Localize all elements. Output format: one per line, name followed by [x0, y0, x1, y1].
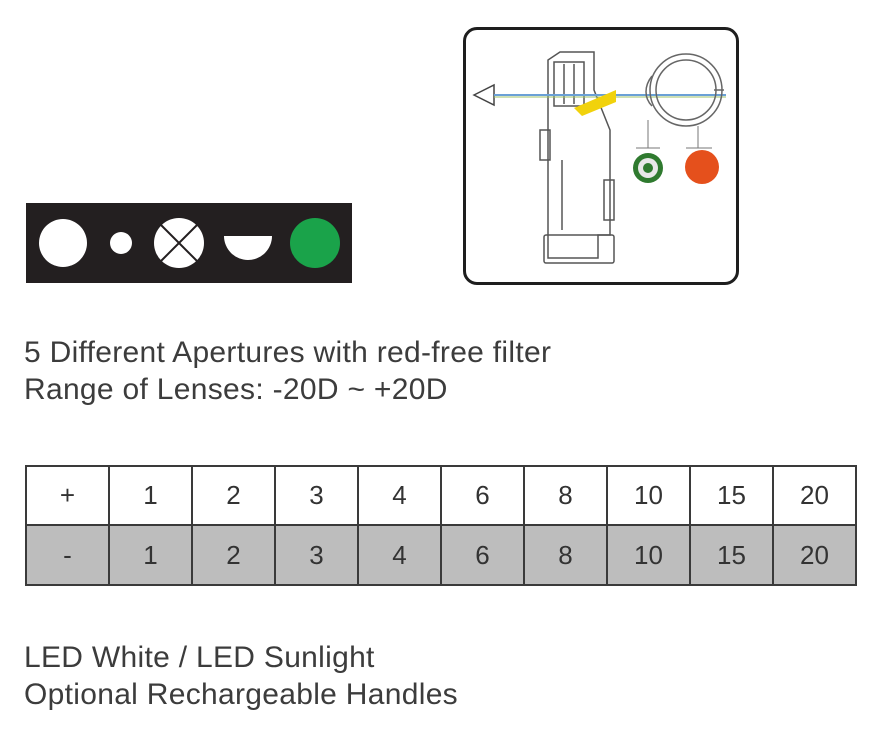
lens-cell: 4: [357, 524, 442, 586]
large-circle-aperture-icon: [39, 219, 87, 267]
lens-cell: 20: [772, 465, 857, 526]
lens-cell: 15: [689, 524, 774, 586]
minus-lens-row: - 1 2 3 4 6 8 10 15 20: [25, 524, 857, 586]
lens-cell: 8: [523, 465, 608, 526]
small-circle-aperture-icon: [110, 232, 132, 254]
viewing-arrow: [472, 83, 495, 107]
apertures-caption: 5 Different Apertures with red-free filt…: [24, 336, 552, 369]
ophthalmoscope-illustration: [472, 51, 726, 264]
red-pupil-icon: [685, 150, 719, 184]
lens-cell: 4: [357, 465, 442, 526]
lens-cell: 2: [191, 524, 276, 586]
lens-cell: 8: [523, 524, 608, 586]
lens-cell: 3: [274, 465, 359, 526]
eye-outline: [645, 53, 724, 127]
lens-cell: 6: [440, 524, 525, 586]
lens-cell: 20: [772, 524, 857, 586]
lens-cell: 1: [108, 524, 193, 586]
ophthalmoscope-diagram: [463, 27, 739, 285]
light-cone: [574, 90, 616, 116]
lens-cell: 15: [689, 465, 774, 526]
led-caption: LED White / LED Sunlight: [24, 641, 375, 674]
cross-circle-aperture-icon: [154, 218, 204, 268]
lens-cell: 10: [606, 524, 691, 586]
green-filter-aperture-icon: [290, 218, 340, 268]
half-circle-aperture-icon: [224, 236, 272, 260]
lens-cell: 1: [108, 465, 193, 526]
lens-cell: -: [25, 524, 110, 586]
lens-cell: 3: [274, 524, 359, 586]
aperture-icons: [39, 218, 340, 268]
green-filter-icon: [633, 153, 663, 183]
lens-cell: 6: [440, 465, 525, 526]
plus-lens-row: + 1 2 3 4 6 8 10 15 20: [25, 465, 857, 526]
callout-lines: [636, 120, 712, 149]
lens-table: + 1 2 3 4 6 8 10 15 20 - 1 2 3 4 6 8 10 …: [25, 465, 857, 586]
instrument-outline: [539, 51, 615, 264]
lens-cell: 10: [606, 465, 691, 526]
aperture-strip: [26, 203, 352, 283]
lens-cell: 2: [191, 465, 276, 526]
lens-cell: +: [25, 465, 110, 526]
handles-caption: Optional Rechargeable Handles: [24, 678, 458, 711]
lens-range-caption: Range of Lenses: -20D ~ +20D: [24, 373, 448, 406]
